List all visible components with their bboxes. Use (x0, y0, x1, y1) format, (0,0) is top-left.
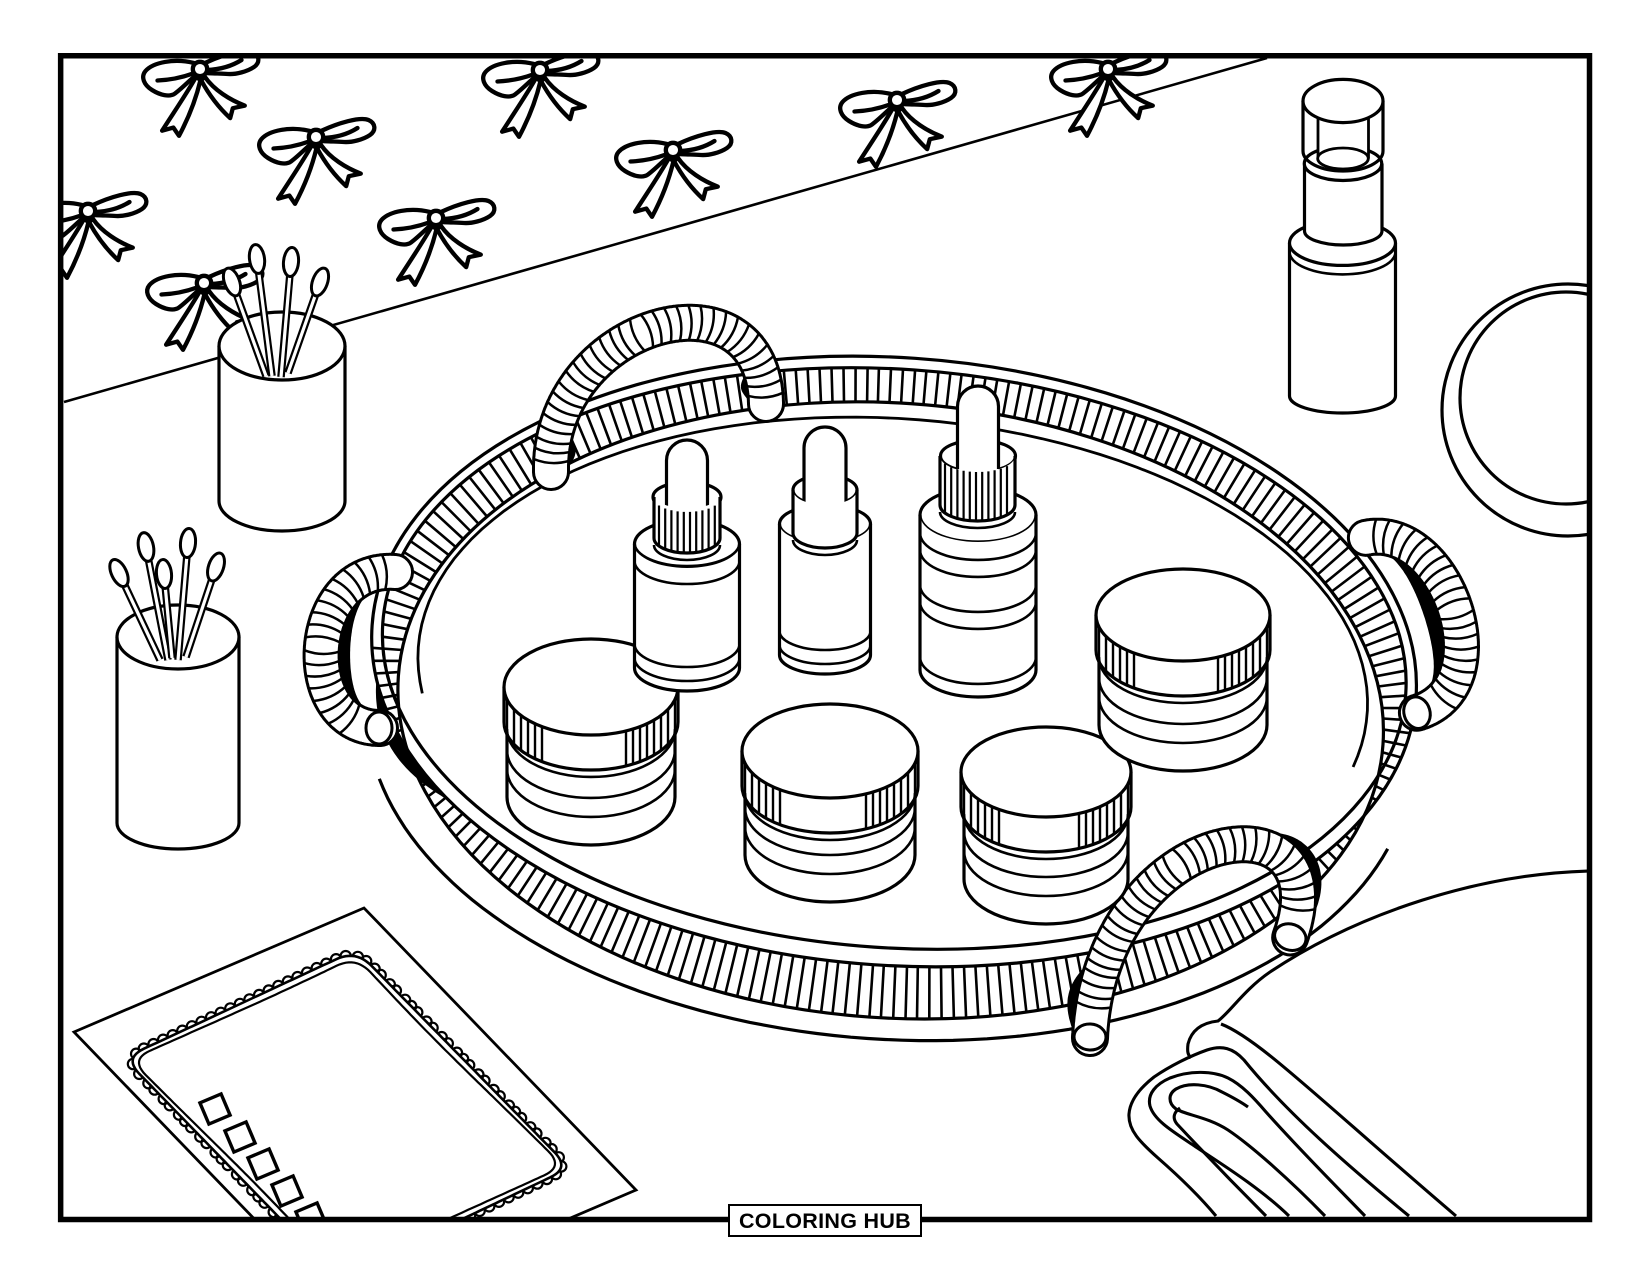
svg-text:COLORING HUB: COLORING HUB (739, 1209, 911, 1233)
